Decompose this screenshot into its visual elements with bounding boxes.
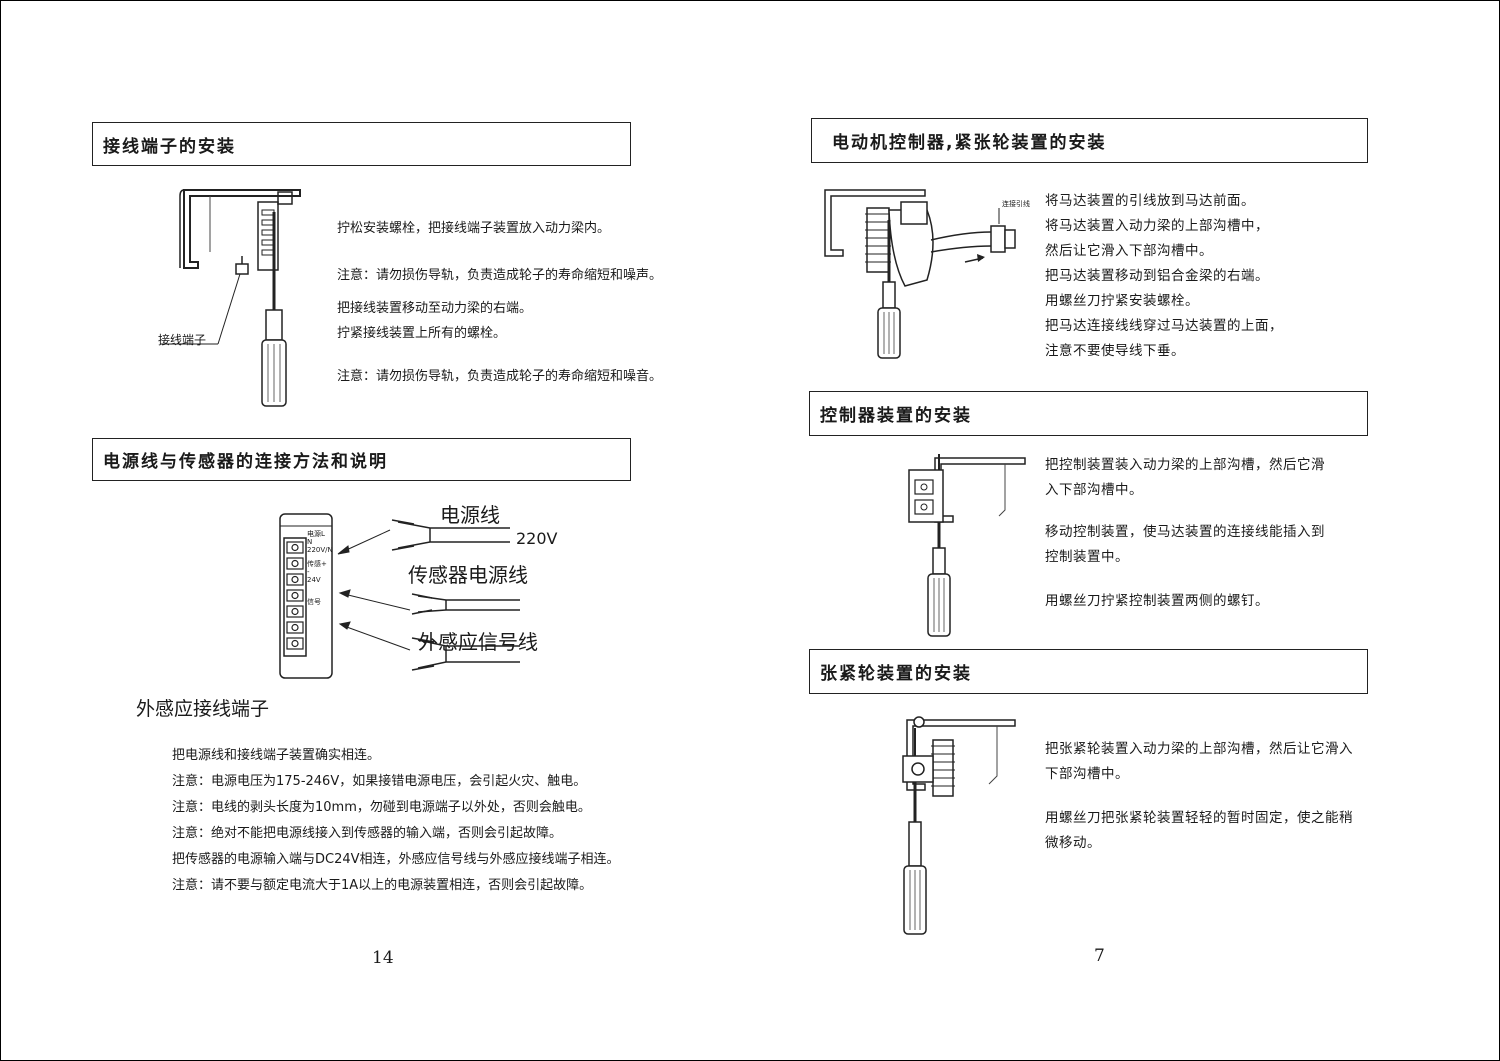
terminal-mark-list: 电源L N 220V/N 传感+ - 24V 信号: [307, 530, 333, 606]
instruction-line: 把马达装置移动到铝合金梁的右端。: [1045, 268, 1269, 284]
warning-line: 注意：电线的剥头长度为10mm，勿碰到电源端子以外处，否则会触电。: [172, 800, 591, 815]
instruction-line: 微移动。: [1045, 835, 1101, 851]
instruction-line: 把马达连接线线穿过马达装置的上面，: [1045, 318, 1283, 334]
section-title-controller-install: 控制器装置的安装: [809, 391, 1368, 436]
section-title-terminal-install: 接线端子的安装: [92, 122, 631, 166]
terminal-block-label: 外感应接线端子: [136, 698, 270, 720]
warning-line: 注意：请不要与额定电流大于1A以上的电源装置相连，否则会引起故障。: [172, 878, 593, 893]
terminal-mark: 信号: [307, 598, 321, 606]
instruction-line: 拧紧接线装置上所有的螺栓。: [337, 326, 507, 341]
terminal-mark: N: [307, 538, 313, 546]
instruction-line: 拧松安装螺栓，把接线端子装置放入动力梁内。: [337, 221, 611, 236]
instruction-line: 用螺丝刀拧紧安装螺栓。: [1045, 293, 1199, 309]
tensioner-install-figure: [902, 716, 1016, 935]
wiring-instructions: 把电源线和接线端子装置确实相连。 注意：电源电压为175-246V，如果接错电源…: [172, 743, 620, 899]
instruction-line: 移动控制装置，使马达装置的连接线能插入到: [1045, 524, 1325, 540]
section-title-tensioner-install: 张紧轮装置的安装: [809, 649, 1368, 694]
warning-line: 注意：请勿损伤导轨，负责造成轮子的寿命缩短和噪声。: [337, 268, 663, 283]
instruction-line: 将马达装置的引线放到马达前面。: [1045, 193, 1255, 209]
section-title-text: 接线端子的安装: [103, 136, 236, 157]
section-title-text: 电源线与传感器的连接方法和说明: [103, 452, 388, 472]
instruction-line: 入下部沟槽中。: [1045, 482, 1143, 498]
instruction-line: 把张紧轮装置入动力梁的上部沟槽，然后让它滑入: [1045, 741, 1353, 757]
instruction-line: 用螺丝刀拧紧控制装置两侧的螺钉。: [1045, 593, 1269, 609]
instruction-line: 然后让它滑入下部沟槽中。: [1045, 243, 1213, 259]
warning-line: 注意：绝对不能把电源线接入到传感器的输入端，否则会引起故障。: [172, 826, 563, 841]
signal-cable-label: 外感应信号线: [418, 630, 538, 654]
warning-line: 注意不要使导线下垂。: [1045, 343, 1185, 359]
terminal-figure-label: 接线端子: [158, 333, 207, 347]
terminal-install-figure: [160, 189, 301, 407]
motor-install-instructions: 将马达装置的引线放到马达前面。 将马达装置入动力梁的上部沟槽中， 然后让它滑入下…: [1045, 189, 1283, 364]
terminal-mark: 220V/N: [307, 546, 333, 554]
lead-wire-label: 连接引线: [1002, 200, 1030, 208]
warning-line: 注意：请勿损伤导轨，负责造成轮子的寿命缩短和噪音。: [337, 369, 663, 384]
voltage-label: 220V: [516, 529, 558, 548]
instruction-line: 下部沟槽中。: [1045, 766, 1129, 782]
motor-install-figure: [824, 189, 1016, 359]
instruction-line: 把控制装置装入动力梁的上部沟槽，然后它滑: [1045, 457, 1325, 473]
warning-line: 注意：电源电压为175-246V，如果接错电源电压，会引起火灾、触电。: [172, 774, 587, 789]
power-cable-label: 电源线: [440, 503, 500, 527]
controller-install-instructions: 把控制装置装入动力梁的上部沟槽，然后它滑 入下部沟槽中。 移动控制装置，使马达装…: [1045, 453, 1325, 614]
instruction-line: 把接线装置移动至动力梁的右端。: [337, 301, 533, 316]
terminal-mark: 24V: [307, 576, 321, 584]
section-title-motor-install: 电动机控制器,紧张轮装置的安装: [811, 118, 1368, 163]
terminal-mark: -: [307, 568, 310, 576]
page-number-left: 14: [372, 948, 394, 968]
instruction-line: 把电源线和接线端子装置确实相连。: [172, 748, 381, 763]
instruction-line: 把传感器的电源输入端与DC24V相连，外感应信号线与外感应接线端子相连。: [172, 852, 620, 867]
controller-install-figure: [908, 454, 1026, 637]
instruction-line: 用螺丝刀把张紧轮装置轻轻的暂时固定，使之能稍: [1045, 810, 1353, 826]
sensor-power-label: 传感器电源线: [408, 563, 528, 587]
section-title-text: 电动机控制器,紧张轮装置的安装: [832, 133, 1107, 153]
section-title-wiring: 电源线与传感器的连接方法和说明: [92, 438, 631, 481]
section-title-text: 张紧轮装置的安装: [820, 664, 972, 684]
terminal-mark: 电源L: [307, 530, 325, 538]
terminal-mark: 传感+: [307, 560, 327, 568]
instruction-line: 将马达装置入动力梁的上部沟槽中，: [1045, 218, 1269, 234]
page-number-right: 7: [1094, 946, 1105, 966]
terminal-install-instructions: 拧松安装螺栓，把接线端子装置放入动力梁内。 注意：请勿损伤导轨，负责造成轮子的寿…: [337, 216, 662, 389]
wiring-figure: [279, 513, 520, 679]
section-title-text: 控制器装置的安装: [820, 406, 972, 426]
tensioner-install-instructions: 把张紧轮装置入动力梁的上部沟槽，然后让它滑入 下部沟槽中。 用螺丝刀把张紧轮装置…: [1045, 737, 1353, 856]
instruction-line: 控制装置中。: [1045, 549, 1129, 565]
